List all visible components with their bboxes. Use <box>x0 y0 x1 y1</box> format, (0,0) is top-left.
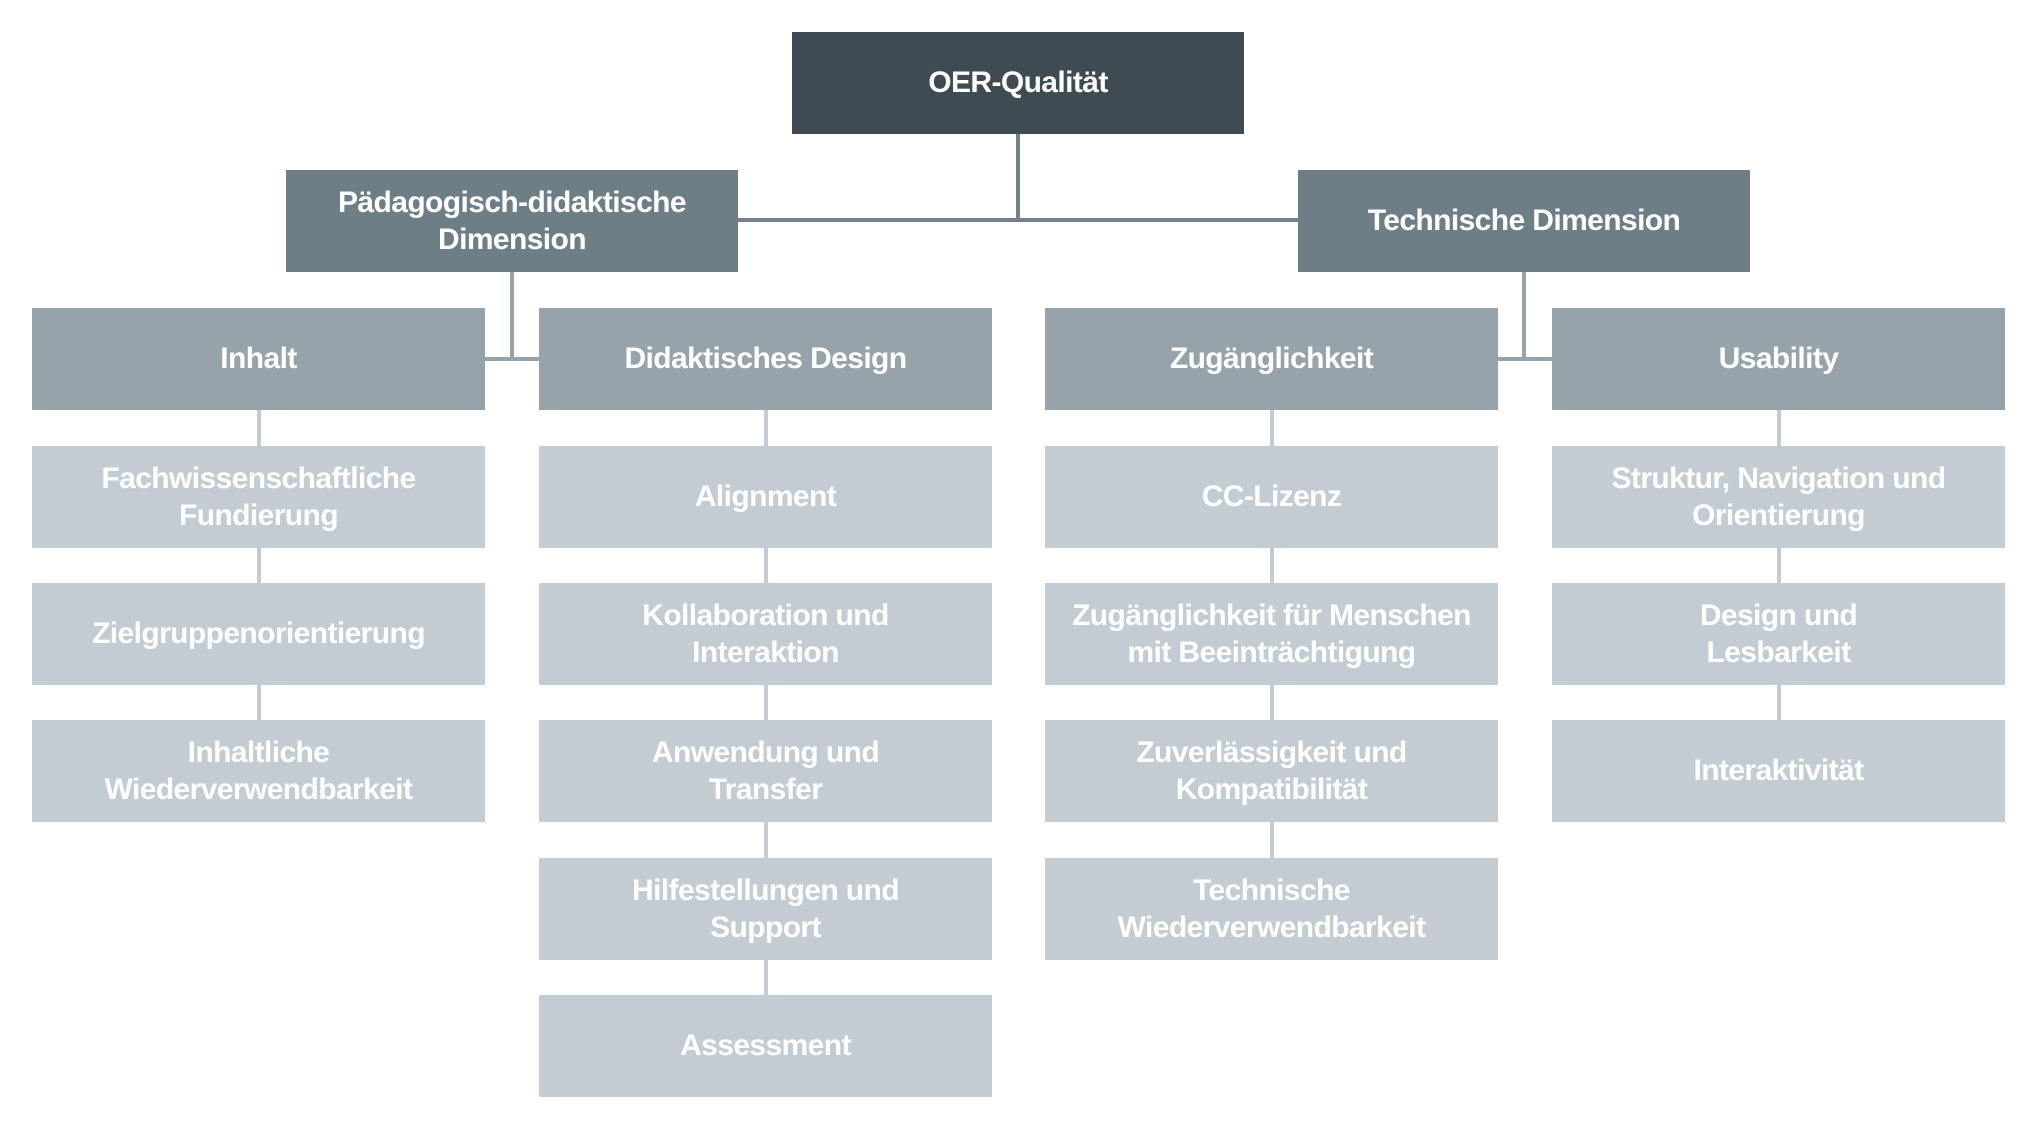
node-technische-dimension: Technische Dimension <box>1298 170 1750 272</box>
node-paedagogisch-didaktische-dimension: Pädagogisch-didaktische Dimension <box>286 170 738 272</box>
connector-col1-gap3 <box>257 685 261 720</box>
connector-root-vertical <box>1016 134 1020 222</box>
connector-col2-gap5 <box>764 960 768 995</box>
connector-col1-gap1 <box>257 410 261 446</box>
connector-col2-gap2 <box>764 548 768 583</box>
node-didaktisches-design: Didaktisches Design <box>539 308 992 410</box>
connector-technisch-vertical <box>1522 272 1526 361</box>
node-technische-wiederverwendbarkeit: Technische Wiederverwendbarkeit <box>1045 858 1498 960</box>
connector-col4-gap1 <box>1777 410 1781 446</box>
node-design-und-lesbarkeit: Design und Lesbarkeit <box>1552 583 2005 685</box>
connector-col4-gap3 <box>1777 685 1781 720</box>
connector-paedagogisch-horizontal <box>485 357 539 361</box>
node-zuverlaessigkeit-und-kompatibilitaet: Zuverlässigkeit und Kompatibilität <box>1045 720 1498 822</box>
node-zugaenglichkeit-fuer-menschen: Zugänglichkeit für Menschen mit Beeinträ… <box>1045 583 1498 685</box>
node-struktur-navigation-orientierung: Struktur, Navigation und Orientierung <box>1552 446 2005 548</box>
node-fachwissenschaftliche-fundierung: Fachwissenschaftliche Fundierung <box>32 446 485 548</box>
connector-paedagogisch-vertical <box>510 272 514 361</box>
node-usability: Usability <box>1552 308 2005 410</box>
node-kollaboration-und-interaktion: Kollaboration und Interaktion <box>539 583 992 685</box>
connector-col3-gap4 <box>1270 822 1274 858</box>
connector-technisch-horizontal <box>1498 357 1552 361</box>
node-zielgruppenorientierung: Zielgruppenorientierung <box>32 583 485 685</box>
connector-col2-gap4 <box>764 822 768 858</box>
node-assessment: Assessment <box>539 995 992 1097</box>
connector-col2-gap3 <box>764 685 768 720</box>
node-interaktivitaet: Interaktivität <box>1552 720 2005 822</box>
connector-col2-gap1 <box>764 410 768 446</box>
node-oer-qualitaet: OER-Qualität <box>792 32 1244 134</box>
node-inhalt: Inhalt <box>32 308 485 410</box>
node-inhaltliche-wiederverwendbarkeit: Inhaltliche Wiederverwendbarkeit <box>32 720 485 822</box>
node-zugaenglichkeit: Zugänglichkeit <box>1045 308 1498 410</box>
connector-col4-gap2 <box>1777 548 1781 583</box>
node-alignment: Alignment <box>539 446 992 548</box>
node-cc-lizenz: CC-Lizenz <box>1045 446 1498 548</box>
connector-col1-gap2 <box>257 548 261 583</box>
connector-col3-gap1 <box>1270 410 1274 446</box>
connector-col3-gap2 <box>1270 548 1274 583</box>
node-anwendung-und-transfer: Anwendung und Transfer <box>539 720 992 822</box>
connector-root-horizontal <box>738 218 1298 222</box>
node-hilfestellungen-und-support: Hilfestellungen und Support <box>539 858 992 960</box>
connector-col3-gap3 <box>1270 685 1274 720</box>
